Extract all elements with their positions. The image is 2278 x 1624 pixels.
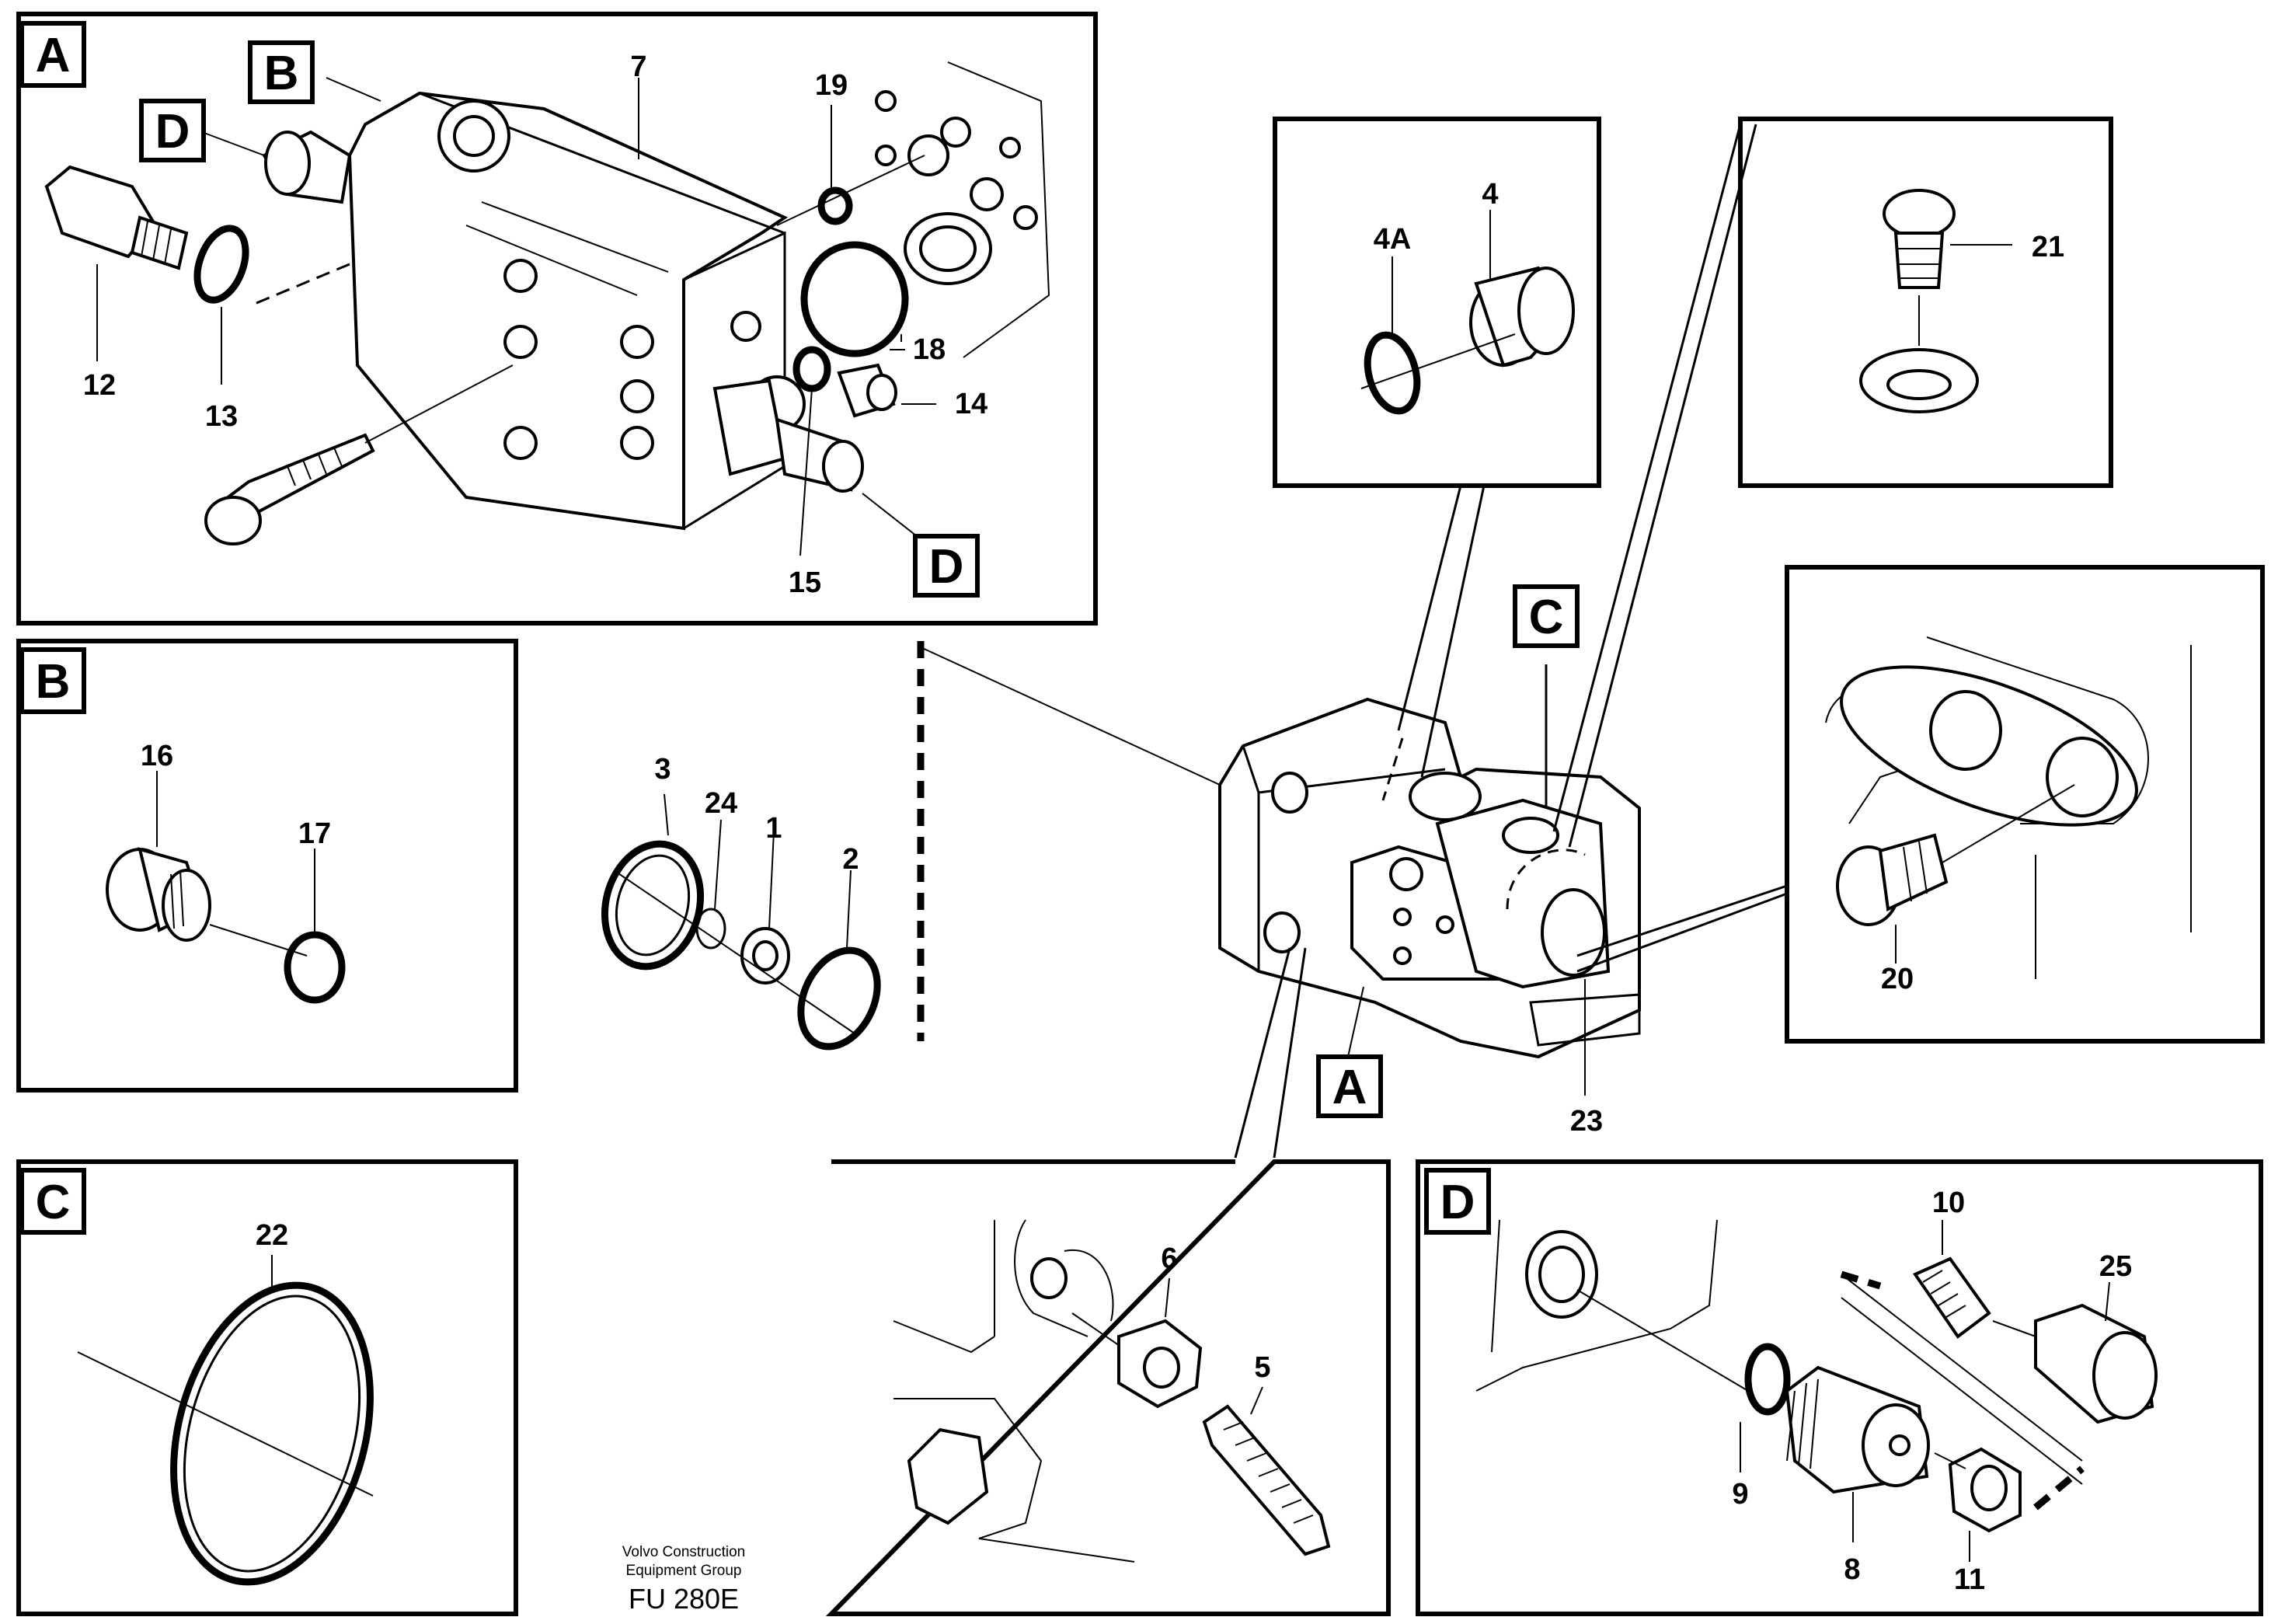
callout-d-upper: D: [155, 105, 190, 159]
label-8: 8: [1844, 1553, 1860, 1586]
label-4: 4: [1482, 178, 1498, 211]
label-14: 14: [955, 388, 987, 420]
panel-plug-4: 4A 4: [1273, 117, 1601, 488]
label-4a: 4A: [1374, 223, 1412, 256]
label-18: 18: [913, 333, 946, 366]
footer: Volvo Construction Equipment Group FU 28…: [622, 1544, 745, 1615]
label-25: 25: [2099, 1250, 2132, 1283]
label-9: 9: [1732, 1478, 1748, 1511]
label-6: 6: [1161, 1242, 1177, 1275]
callout-d-lower: D: [929, 540, 964, 594]
label-16: 16: [141, 740, 173, 772]
panel-c: C 22: [16, 1159, 518, 1616]
label-2: 2: [842, 843, 859, 876]
label-5: 5: [1254, 1351, 1270, 1384]
panel-d-tag: D: [1440, 1176, 1475, 1229]
label-19: 19: [815, 69, 848, 102]
panel-detail-6: 6 5: [825, 1159, 1391, 1616]
footer-code: FU 280E: [629, 1583, 739, 1615]
label-1: 1: [765, 812, 782, 845]
label-23: 23: [1570, 1105, 1603, 1138]
label-11: 11: [1954, 1563, 1985, 1596]
panel-plug-20: 20: [1785, 565, 2265, 1044]
footer-company-line2: Equipment Group: [626, 1563, 742, 1579]
label-20: 20: [1881, 963, 1914, 995]
label-24: 24: [705, 787, 737, 820]
panel-b: B 16 17: [16, 639, 518, 1093]
callout-c: C: [1529, 591, 1564, 644]
label-21: 21: [2032, 231, 2064, 263]
panel-a: A: [16, 12, 1098, 626]
panel-d: D 10 25 9 8 11: [1416, 1159, 2263, 1616]
panel-b-tag: B: [36, 655, 71, 709]
seal-group: 3 24 1 2: [601, 641, 925, 1051]
label-13: 13: [205, 400, 238, 433]
label-12: 12: [83, 369, 116, 402]
callout-a: A: [1332, 1061, 1367, 1114]
callout-b: B: [264, 47, 299, 100]
panel-a-tag: A: [36, 29, 71, 82]
label-15: 15: [789, 566, 821, 599]
label-22: 22: [256, 1219, 288, 1252]
footer-company-line1: Volvo Construction: [622, 1544, 745, 1560]
label-17: 17: [298, 817, 331, 850]
label-7: 7: [630, 51, 646, 83]
panel-plug-21: 21: [1738, 117, 2113, 488]
label-3: 3: [654, 753, 671, 786]
label-10: 10: [1932, 1187, 1965, 1219]
panel-c-tag: C: [36, 1176, 71, 1229]
pump-assembly: [1218, 697, 1641, 1059]
